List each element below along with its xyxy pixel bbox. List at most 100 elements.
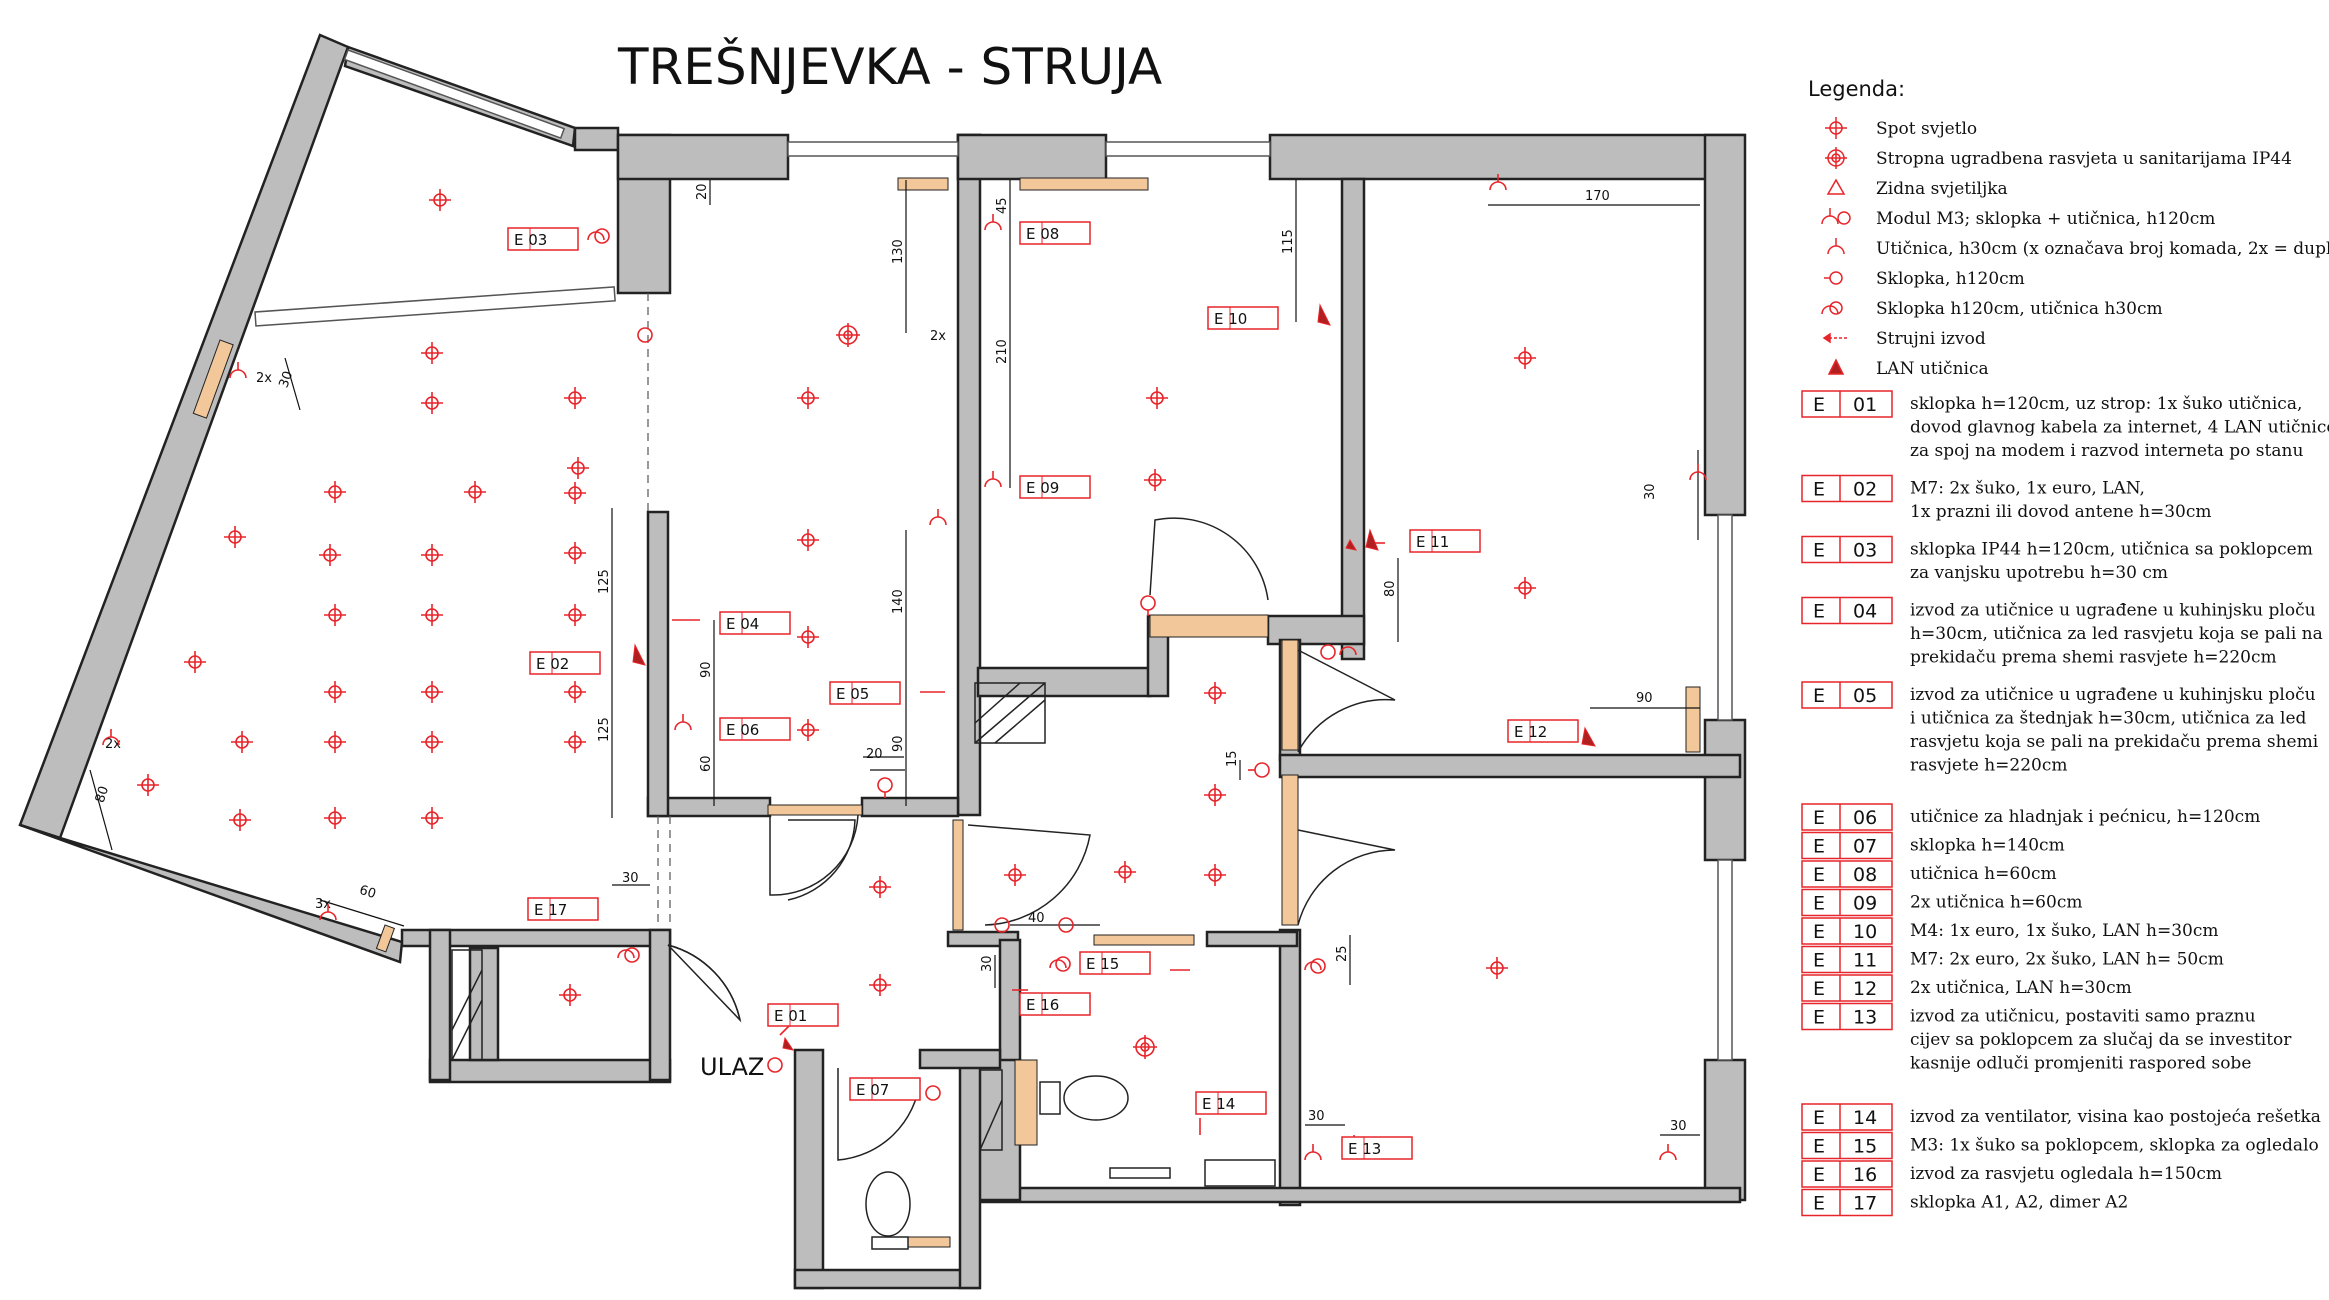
- tag-e03: E 03: [507, 227, 579, 251]
- legend-symbol-label: Sklopka, h120cm: [1876, 269, 2025, 289]
- legend-entry-text: sklopka h=120cm, uz strop: 1x šuko utičn…: [1910, 394, 2302, 414]
- legend-entry-text: sklopka h=140cm: [1910, 836, 2065, 856]
- legend-code-number: 01: [1853, 394, 1877, 416]
- sanitary-fixtures: [865, 1075, 1276, 1250]
- legend-entry-text: M3: 1x šuko sa poklopcem, sklopka za ogl…: [1910, 1136, 2319, 1156]
- legend-entry: E 11 M7: 2x euro, 2x šuko, LAN h= 50cm: [1801, 945, 2224, 974]
- legend-code-letter: E: [1813, 807, 1825, 829]
- spot-light-icon: [564, 542, 586, 564]
- toilet-bowl-wc: [865, 1171, 911, 1237]
- spot-light-icon: [464, 481, 486, 503]
- entrance-label: ULAZ: [700, 1053, 764, 1081]
- dim-label: 90: [1636, 691, 1653, 706]
- legend-entry-text: za vanjsku upotrebu h=30 cm: [1910, 563, 2168, 583]
- tag-e16: E 16: [1019, 992, 1091, 1016]
- legend-symbol-label: Sklopka h120cm, utičnica h30cm: [1876, 299, 2163, 319]
- spot-light-icon: [429, 189, 451, 211]
- legend-code-number: 13: [1853, 1007, 1877, 1029]
- legend-code-number: 11: [1853, 950, 1877, 972]
- tag-label: E 13: [1348, 1140, 1381, 1158]
- spot-light-icon: [1204, 864, 1226, 886]
- dim-label: 15: [1225, 750, 1240, 767]
- electrical-symbols: [102, 174, 1707, 1161]
- spot-light-icon: [1204, 784, 1226, 806]
- spot-light-icon: [324, 731, 346, 753]
- legend-code-letter: E: [1813, 1007, 1825, 1029]
- legend-code-letter: E: [1813, 836, 1825, 858]
- dim-label: 170: [1585, 189, 1610, 204]
- ceiling-ip44-light-icon: [836, 323, 1157, 1059]
- dim-label: 25: [1335, 945, 1350, 962]
- legend-entry-text: utičnice za hladnjak i pećnicu, h=120cm: [1910, 807, 2260, 827]
- dimension-labels: 20 130 45 115 170 210 30 2x 30 125 125 9…: [93, 183, 1687, 1134]
- legend-code-letter: E: [1813, 978, 1825, 1000]
- legend-entry-text: rasvjetu koja se pali na prekidaču prema…: [1910, 732, 2319, 752]
- spot-light-icon: [137, 774, 159, 796]
- switch-icon: [637, 327, 1270, 1101]
- legend-code-letter: E: [1813, 601, 1825, 623]
- dim-label: 2x: [930, 329, 946, 344]
- spot-light-icon: [797, 626, 819, 648]
- tag-label: E 15: [1086, 955, 1119, 973]
- dim-label: 140: [891, 589, 906, 614]
- plan-tags: E 03 E 08 E 10 E 09 E 11 E 04 E 02 E 05 …: [507, 221, 1579, 1160]
- switch-socket-icon: [587, 228, 1357, 974]
- legend-entry-text: izvod za utičnice u ugrađene u kuhinjsku…: [1910, 685, 2316, 705]
- spot-light-icon: [421, 544, 443, 566]
- spot-light-icon: [421, 681, 443, 703]
- tag-e17: E 17: [527, 897, 599, 921]
- dim-label: 30: [980, 955, 995, 972]
- tag-e11: E 11: [1409, 529, 1481, 553]
- spot-light-icon: [421, 731, 443, 753]
- spot-light-icon: [564, 731, 586, 753]
- dim-label: 2x: [256, 371, 272, 386]
- spot-light-icon: [421, 604, 443, 626]
- legend-heading: Legenda:: [1808, 77, 1905, 101]
- tag-e09: E 09: [1019, 475, 1091, 499]
- windows: [254, 49, 1733, 1061]
- tag-e08: E 08: [1019, 221, 1091, 245]
- spot-light-icon: [421, 342, 443, 364]
- dim-label: 30: [1643, 483, 1658, 500]
- spot-light-icon: [564, 604, 586, 626]
- plan-title: TREŠNJEVKA - STRUJA: [617, 37, 1162, 96]
- tag-e07: E 07: [849, 1077, 921, 1101]
- switch-icon: [1824, 271, 1843, 285]
- dim-label: 40: [1028, 911, 1045, 926]
- socket-icon: [102, 174, 1707, 1161]
- tag-label: E 05: [836, 685, 869, 703]
- legend-code-number: 14: [1853, 1107, 1877, 1129]
- legend-entries: E 01 sklopka h=120cm, uz strop: 1x šuko ut…: [1801, 390, 2329, 1217]
- dim-label: 30: [1308, 1109, 1325, 1124]
- legend-code-number: 16: [1853, 1164, 1877, 1186]
- dim-label: 80: [93, 784, 112, 804]
- spot-light-icon: [1146, 387, 1168, 409]
- power-outlet-icon: [1822, 332, 1848, 344]
- dashed-lines: [647, 293, 671, 928]
- legend-code-letter: E: [1813, 1107, 1825, 1129]
- legend-entry-text: M7: 2x šuko, 1x euro, LAN,: [1910, 479, 2145, 499]
- legend-symbol-label: LAN utičnica: [1876, 359, 1989, 379]
- legend-entry-text: cijev sa poklopcem za slučaj da se inves…: [1910, 1030, 2292, 1050]
- tag-label: E 02: [536, 655, 569, 673]
- tag-label: E 16: [1026, 996, 1059, 1014]
- legend-entry: E 01 sklopka h=120cm, uz strop: 1x šuko ut…: [1801, 390, 2329, 461]
- legend-symbol-label: Utičnica, h30cm (x označava broj komada,…: [1876, 239, 2329, 259]
- tag-e06: E 06: [719, 717, 791, 741]
- spot-light-icon: [421, 807, 443, 829]
- wall-light-icon: [1826, 178, 1846, 195]
- legend-entry-text: h=30cm, utičnica za led rasvjetu koja se…: [1910, 624, 2323, 644]
- legend-code-letter: E: [1813, 950, 1825, 972]
- spot-light-icon: [1486, 957, 1508, 979]
- spot-light-icon: [559, 984, 581, 1006]
- dim-label: 115: [1281, 229, 1296, 254]
- legend-entry-text: rasvjete h=220cm: [1910, 756, 2068, 776]
- legend-code-letter: E: [1813, 394, 1825, 416]
- dim-label: 125: [597, 569, 612, 594]
- legend-entry-text: M7: 2x euro, 2x šuko, LAN h= 50cm: [1910, 950, 2224, 970]
